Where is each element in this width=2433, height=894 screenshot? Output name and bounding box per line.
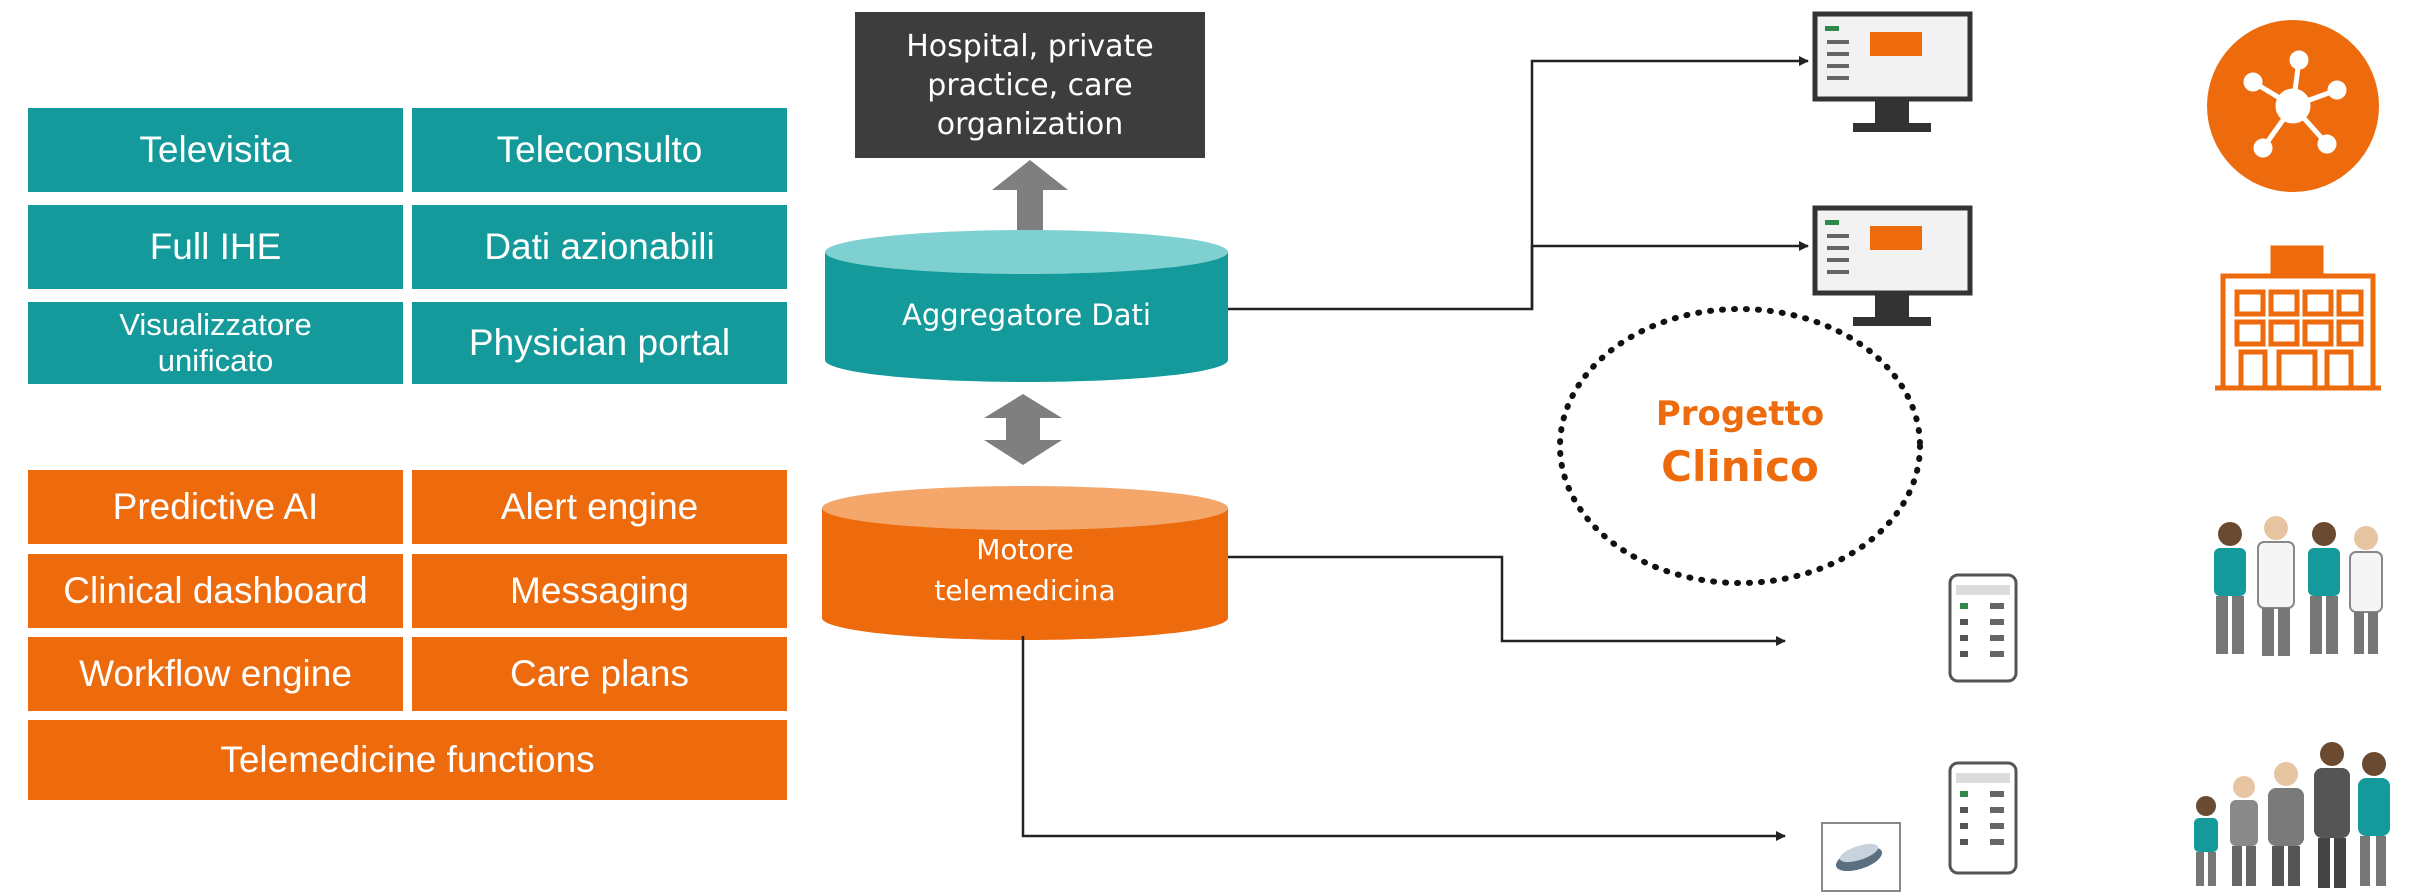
capability-messaging: Messaging bbox=[412, 554, 787, 628]
capability-dati-azionabili: Dati azionabili bbox=[412, 205, 787, 289]
capability-workflow-engine: Workflow engine bbox=[28, 637, 403, 711]
engine-label-line1: Motore bbox=[976, 533, 1074, 566]
mobile-app-icon bbox=[1948, 761, 2018, 875]
aggregator-cylinder bbox=[825, 230, 1228, 382]
capability-full-ihe: Full IHE bbox=[28, 205, 403, 289]
family-patients-icon bbox=[2194, 742, 2390, 888]
capability-televisita: Televisita bbox=[28, 108, 403, 192]
capability-clinical-dashboard: Clinical dashboard bbox=[28, 554, 403, 628]
capability-physician-portal: Physician portal bbox=[412, 302, 787, 384]
capability-alert-engine: Alert engine bbox=[412, 470, 787, 544]
engine-label-line2: telemedicina bbox=[934, 574, 1116, 607]
double-arrow-aggregator-engine bbox=[984, 394, 1062, 465]
desktop-monitor-icon bbox=[1812, 11, 1973, 132]
progetto-label: Progetto bbox=[1655, 394, 1825, 434]
progetto-clinico-ring bbox=[1557, 306, 1923, 586]
capability-care-plans: Care plans bbox=[412, 637, 787, 711]
hospital-building-icon bbox=[2215, 245, 2381, 391]
connector-engine-mobile bbox=[1228, 555, 1786, 646]
clinico-label: Clinico bbox=[1661, 442, 1819, 491]
mobile-app-icon bbox=[1948, 573, 2018, 683]
capability-teleconsulto: Teleconsulto bbox=[412, 108, 787, 192]
desktop-monitor-icon bbox=[1812, 205, 1973, 326]
connector-engine-oximeter bbox=[1021, 636, 1786, 841]
telemedicine-functions-bar: Telemedicine functions bbox=[28, 720, 787, 800]
connector-aggregator-desktop-2 bbox=[1530, 241, 1809, 309]
clinical-staff-icon bbox=[2214, 516, 2383, 656]
engine-cylinder bbox=[822, 486, 1228, 640]
capability-visualizzatore-unificato: Visualizzatore unificato bbox=[28, 302, 403, 384]
pulse-oximeter-icon bbox=[1821, 822, 1901, 892]
network-hub-icon bbox=[2207, 20, 2379, 192]
hospital-box: Hospital, private practice, care organiz… bbox=[855, 12, 1205, 158]
connector-aggregator-desktop-1 bbox=[1228, 56, 1809, 311]
capability-predictive-ai: Predictive AI bbox=[28, 470, 403, 544]
aggregator-label: Aggregatore Dati bbox=[902, 298, 1151, 332]
